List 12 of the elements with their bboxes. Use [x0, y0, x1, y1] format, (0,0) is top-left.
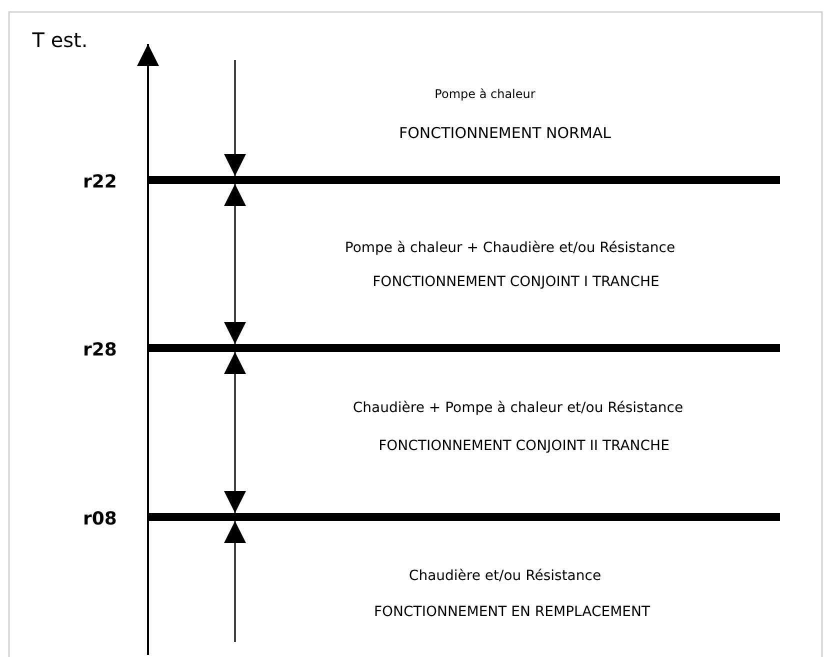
axis-label: T est. — [32, 28, 88, 52]
threshold-label: r08 — [83, 508, 117, 530]
zone-title: FONCTIONNEMENT EN REMPLACEMENT — [374, 604, 650, 620]
zone-title: FONCTIONNEMENT NORMAL — [398, 124, 612, 142]
threshold-label: r28 — [83, 340, 117, 360]
zone-title: FONCTIONNEMENT CONJOINT II TRANCHE — [378, 438, 670, 454]
threshold-label: r22 — [83, 172, 117, 192]
zone-text: Chaudière et/ou Résistance — [408, 568, 602, 584]
zone-text: Chaudière + Pompe à chaleur et/ou Résistance — [352, 400, 684, 416]
zone-text: Pompe à chaleur — [434, 87, 536, 101]
zone-title: FONCTIONNEMENT CONJOINT I TRANCHE — [372, 274, 660, 290]
zone-text: Pompe à chaleur + Chaudière et/ou Résistance — [344, 240, 676, 256]
